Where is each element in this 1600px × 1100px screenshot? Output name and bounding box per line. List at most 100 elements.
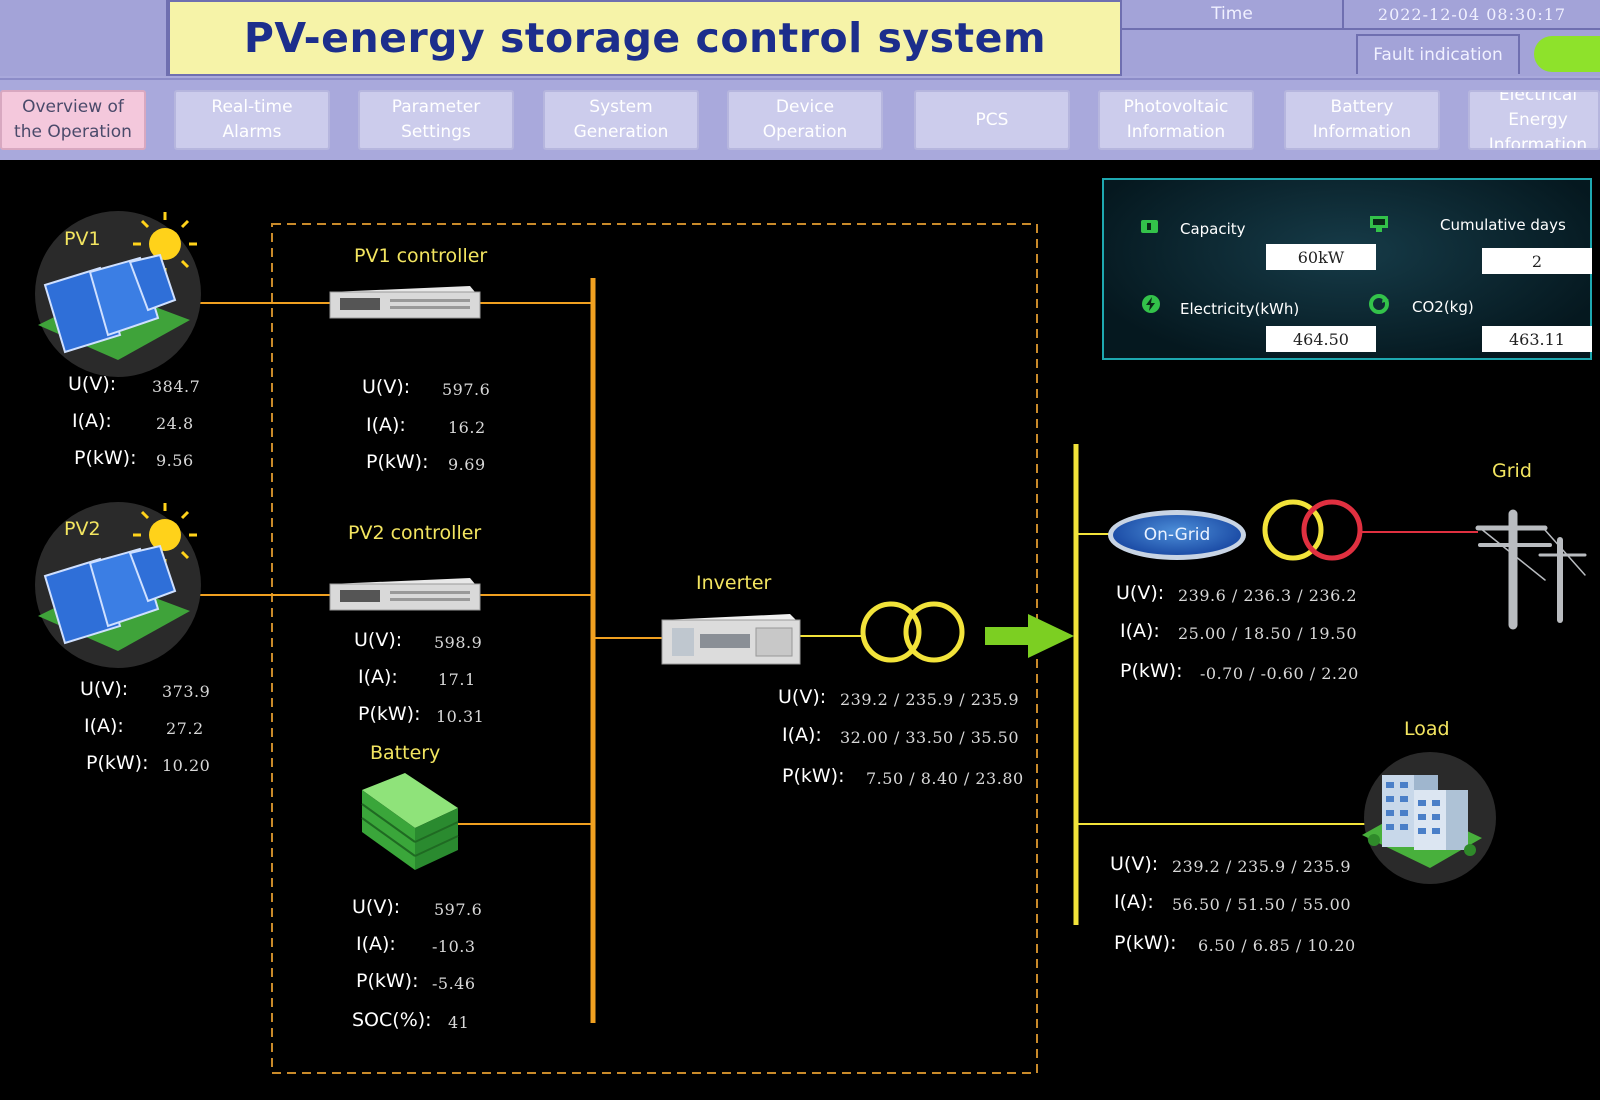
pv1-power-value: 9.56 bbox=[156, 451, 194, 470]
pv1-solar-array-icon bbox=[35, 211, 201, 377]
battery-soc-label: SOC(%): bbox=[352, 1009, 432, 1031]
inverter-transformer-icon bbox=[860, 601, 965, 663]
capacity-label: Capacity bbox=[1180, 220, 1246, 238]
grid-power-label: P(kW): bbox=[1120, 660, 1183, 682]
inverter-current-value: 32.00 / 33.50 / 35.50 bbox=[840, 728, 1020, 747]
pv2-current-value: 27.2 bbox=[166, 719, 204, 738]
pv1-controller-power-value: 9.69 bbox=[448, 455, 486, 474]
fault-indicator-led bbox=[1534, 36, 1600, 72]
inverter-title: Inverter bbox=[696, 572, 772, 594]
pv1-current-value: 24.8 bbox=[156, 414, 194, 433]
grid-title: Grid bbox=[1492, 460, 1532, 482]
inverter-voltage-value: 239.2 / 235.9 / 235.9 bbox=[840, 690, 1020, 709]
pv1-current-label: I(A): bbox=[72, 410, 112, 432]
pv2-current-label: I(A): bbox=[84, 715, 124, 737]
inverter-voltage-label: U(V): bbox=[778, 686, 827, 708]
electricity-label: Electricity(kWh) bbox=[1180, 300, 1300, 318]
pv2-controller-voltage-value: 598.9 bbox=[434, 633, 483, 652]
pv1-controller-power-label: P(kW): bbox=[366, 451, 429, 473]
pv1-controller-device-icon bbox=[329, 286, 481, 319]
fault-indication-label: Fault indication bbox=[1356, 34, 1520, 74]
nav-overview-of-the-operation[interactable]: Overview of the Operation bbox=[0, 90, 146, 150]
nav-device-operation[interactable]: Device Operation bbox=[727, 90, 883, 150]
pv2-controller-power-label: P(kW): bbox=[358, 703, 421, 725]
co2-icon bbox=[1369, 294, 1389, 314]
grid-power-value: -0.70 / -0.60 / 2.20 bbox=[1200, 664, 1359, 683]
header-left-blank bbox=[0, 0, 168, 76]
load-title: Load bbox=[1404, 718, 1450, 740]
capacity-value: 60kW bbox=[1266, 244, 1376, 270]
page-title: PV-energy storage control system bbox=[243, 14, 1047, 62]
load-building-icon bbox=[1362, 752, 1496, 884]
electricity-icon bbox=[1142, 295, 1160, 313]
battery-title: Battery bbox=[370, 742, 441, 764]
pv2-power-value: 10.20 bbox=[162, 756, 211, 775]
grid-transformer-icon bbox=[1262, 499, 1363, 561]
battery-pack-icon bbox=[361, 773, 459, 870]
load-current-value: 56.50 / 51.50 / 55.00 bbox=[1172, 895, 1352, 914]
pv1-controller-voltage-value: 597.6 bbox=[442, 380, 491, 399]
pv1-power-label: P(kW): bbox=[74, 447, 137, 469]
battery-power-value: -5.46 bbox=[432, 974, 476, 993]
pv2-controller-current-value: 17.1 bbox=[438, 670, 476, 689]
nav-pcs[interactable]: PCS bbox=[914, 90, 1070, 150]
pv2-controller-power-value: 10.31 bbox=[436, 707, 485, 726]
pv1-controller-title: PV1 controller bbox=[354, 245, 488, 267]
nav-parameter-settings[interactable]: Parameter Settings bbox=[358, 90, 514, 150]
pv1-voltage-value: 384.7 bbox=[152, 377, 201, 396]
battery-voltage-label: U(V): bbox=[352, 896, 401, 918]
cumulative-days-label: Cumulative days bbox=[1440, 216, 1566, 234]
header-status-area: Time 2022-12-04 08:30:17 Fault indicatio… bbox=[1122, 0, 1600, 76]
pv2-controller-title: PV2 controller bbox=[348, 522, 482, 544]
inverter-power-label: P(kW): bbox=[782, 765, 845, 787]
nav-electrical-energy-information[interactable]: Electrical Energy Information bbox=[1468, 90, 1600, 150]
co2-value: 463.11 bbox=[1482, 326, 1592, 352]
nav-battery-information[interactable]: Battery Information bbox=[1284, 90, 1440, 150]
pv2-solar-array-icon bbox=[35, 502, 201, 668]
summary-panel: Capacity 60kW Cumulative days 2 Electric… bbox=[1102, 178, 1592, 360]
pv1-controller-current-value: 16.2 bbox=[448, 418, 486, 437]
pv2-controller-current-label: I(A): bbox=[358, 666, 398, 688]
inverter-power-value: 7.50 / 8.40 / 23.80 bbox=[866, 769, 1024, 788]
battery-soc-value: 41 bbox=[448, 1013, 470, 1032]
battery-power-label: P(kW): bbox=[356, 970, 419, 992]
load-voltage-value: 239.2 / 235.9 / 235.9 bbox=[1172, 857, 1352, 876]
co2-label: CO2(kg) bbox=[1412, 298, 1474, 316]
time-label: Time bbox=[1122, 0, 1344, 30]
nav-system-generation[interactable]: System Generation bbox=[543, 90, 699, 150]
grid-current-label: I(A): bbox=[1120, 620, 1160, 642]
pv1-voltage-label: U(V): bbox=[68, 373, 117, 395]
grid-utility-pole-icon bbox=[1475, 509, 1587, 630]
load-power-label: P(kW): bbox=[1114, 932, 1177, 954]
title-banner: PV-energy storage control system bbox=[168, 0, 1122, 76]
electricity-value: 464.50 bbox=[1266, 326, 1376, 352]
time-value: 2022-12-04 08:30:17 bbox=[1344, 0, 1600, 30]
pv2-controller-voltage-label: U(V): bbox=[354, 629, 403, 651]
load-voltage-label: U(V): bbox=[1110, 853, 1159, 875]
load-current-label: I(A): bbox=[1114, 891, 1154, 913]
main-navigation: Overview of the Operation Real-time Alar… bbox=[0, 78, 1600, 160]
header-bar: PV-energy storage control system Time 20… bbox=[0, 0, 1600, 78]
pv1-controller-voltage-label: U(V): bbox=[362, 376, 411, 398]
capacity-icon bbox=[1141, 220, 1158, 233]
power-flow-arrow-icon bbox=[985, 614, 1074, 658]
pv2-title: PV2 bbox=[64, 518, 101, 540]
pv2-voltage-label: U(V): bbox=[80, 678, 129, 700]
grid-voltage-value: 239.6 / 236.3 / 236.2 bbox=[1178, 586, 1358, 605]
cumulative-days-value: 2 bbox=[1482, 248, 1592, 274]
pv2-power-label: P(kW): bbox=[86, 752, 149, 774]
grid-voltage-label: U(V): bbox=[1116, 582, 1165, 604]
on-grid-mode-indicator: On-Grid bbox=[1108, 510, 1246, 560]
pv2-voltage-value: 373.9 bbox=[162, 682, 211, 701]
inverter-device-icon bbox=[661, 614, 801, 665]
nav-photovoltaic-information[interactable]: Photovoltaic Information bbox=[1098, 90, 1254, 150]
pv1-controller-current-label: I(A): bbox=[366, 414, 406, 436]
pv2-controller-device-icon bbox=[329, 578, 481, 611]
grid-current-value: 25.00 / 18.50 / 19.50 bbox=[1178, 624, 1358, 643]
pv1-title: PV1 bbox=[64, 228, 101, 250]
battery-current-value: -10.3 bbox=[432, 937, 476, 956]
battery-voltage-value: 597.6 bbox=[434, 900, 483, 919]
nav-real-time-alarms[interactable]: Real-time Alarms bbox=[174, 90, 330, 150]
load-power-value: 6.50 / 6.85 / 10.20 bbox=[1198, 936, 1356, 955]
